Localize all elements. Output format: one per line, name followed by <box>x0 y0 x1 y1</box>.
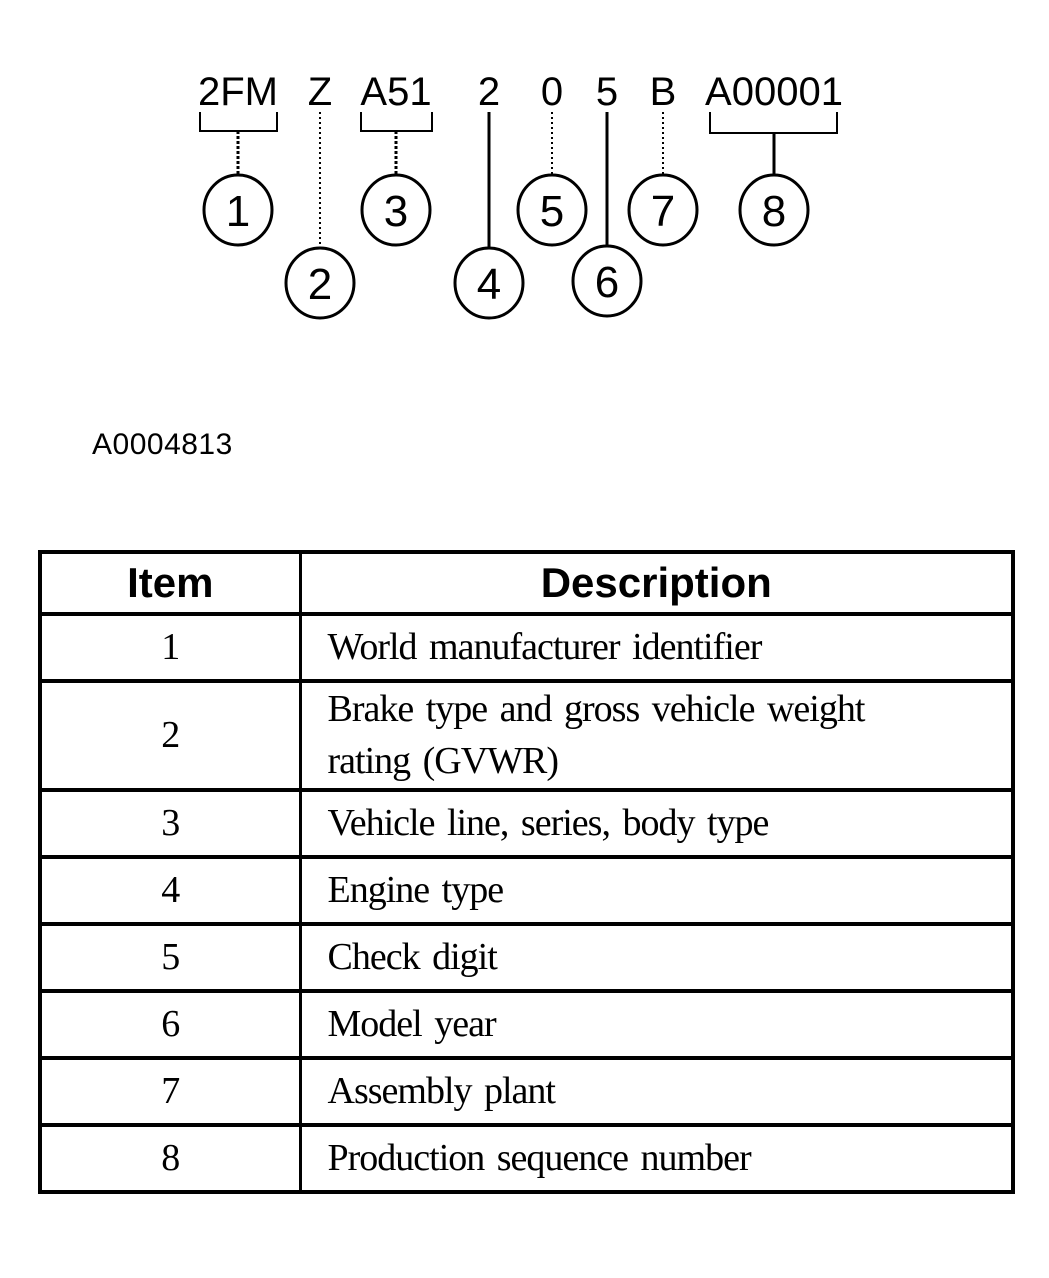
table-header-row: Item Description <box>38 550 1015 616</box>
column-header-description: Description <box>298 550 1015 616</box>
vin-segment-text-1: 2FM <box>198 70 278 114</box>
callout-number-6: 6 <box>595 258 619 307</box>
figure-reference-label: A0004813 <box>92 428 233 461</box>
item-number: 5 <box>38 921 302 993</box>
bracket-segment-3 <box>360 112 433 132</box>
item-number: 2 <box>38 679 302 792</box>
item-description: Check digit <box>298 921 1015 993</box>
table-row: 4 Engine type <box>38 854 1015 926</box>
callout-number-8: 8 <box>762 187 786 236</box>
callout-circle-6 <box>571 244 643 318</box>
callout-circle-8 <box>738 173 810 247</box>
table-row: 8 Production sequence number <box>38 1122 1015 1194</box>
callout-number-1: 1 <box>226 187 250 236</box>
item-number: 1 <box>38 612 302 683</box>
callout-circle-3 <box>360 173 432 247</box>
table-row: 1 World manufacturer identifier <box>38 612 1015 683</box>
table-row: 6 Model year <box>38 988 1015 1060</box>
vin-segment-text-4: 2 <box>478 70 500 114</box>
item-description: Vehicle line, series, body type <box>298 787 1015 859</box>
item-description: Engine type <box>298 854 1015 926</box>
item-description: Assembly plant <box>298 1055 1015 1127</box>
item-description: World manufacturer identifier <box>298 612 1015 683</box>
column-header-item: Item <box>38 550 302 616</box>
table-row: 5 Check digit <box>38 921 1015 993</box>
callout-number-2: 2 <box>308 260 332 309</box>
vin-segment-text-3: A51 <box>360 70 431 114</box>
item-description: Production sequence number <box>298 1122 1015 1194</box>
callout-circle-7 <box>627 173 699 247</box>
bracket-segment-1 <box>199 112 278 132</box>
table-row: 2 Brake type and gross vehicle weight ra… <box>38 679 1015 792</box>
callout-circle-5 <box>516 173 588 247</box>
vin-segment-text-7: B <box>650 70 677 114</box>
callout-circle-1 <box>202 173 274 247</box>
callout-number-5: 5 <box>540 187 564 236</box>
vin-breakdown-diagram: 2FM Z A51 2 0 5 B A00001 1 2 3 4 5 <box>198 70 843 320</box>
table-row: 7 Assembly plant <box>38 1055 1015 1127</box>
vin-segment-text-2: Z <box>308 70 332 114</box>
item-number: 4 <box>38 854 302 926</box>
item-description: Model year <box>298 988 1015 1060</box>
item-number: 3 <box>38 787 302 859</box>
item-description: Brake type and gross vehicle weight rati… <box>298 679 1015 792</box>
callout-number-4: 4 <box>477 260 501 309</box>
callout-number-3: 3 <box>384 187 408 236</box>
vin-segment-text-5: 0 <box>541 70 563 114</box>
item-number: 7 <box>38 1055 302 1127</box>
callout-circle-2 <box>284 246 356 320</box>
item-number: 6 <box>38 988 302 1060</box>
callout-circle-4 <box>453 246 525 320</box>
vin-item-description-table: Item Description 1 World manufacturer id… <box>38 550 1015 1194</box>
table-row: 3 Vehicle line, series, body type <box>38 787 1015 859</box>
bracket-segment-8 <box>709 112 838 134</box>
item-number: 8 <box>38 1122 302 1194</box>
vin-segment-text-8: A00001 <box>705 70 843 114</box>
vin-segment-text-6: 5 <box>596 70 618 114</box>
callout-number-7: 7 <box>651 187 675 236</box>
